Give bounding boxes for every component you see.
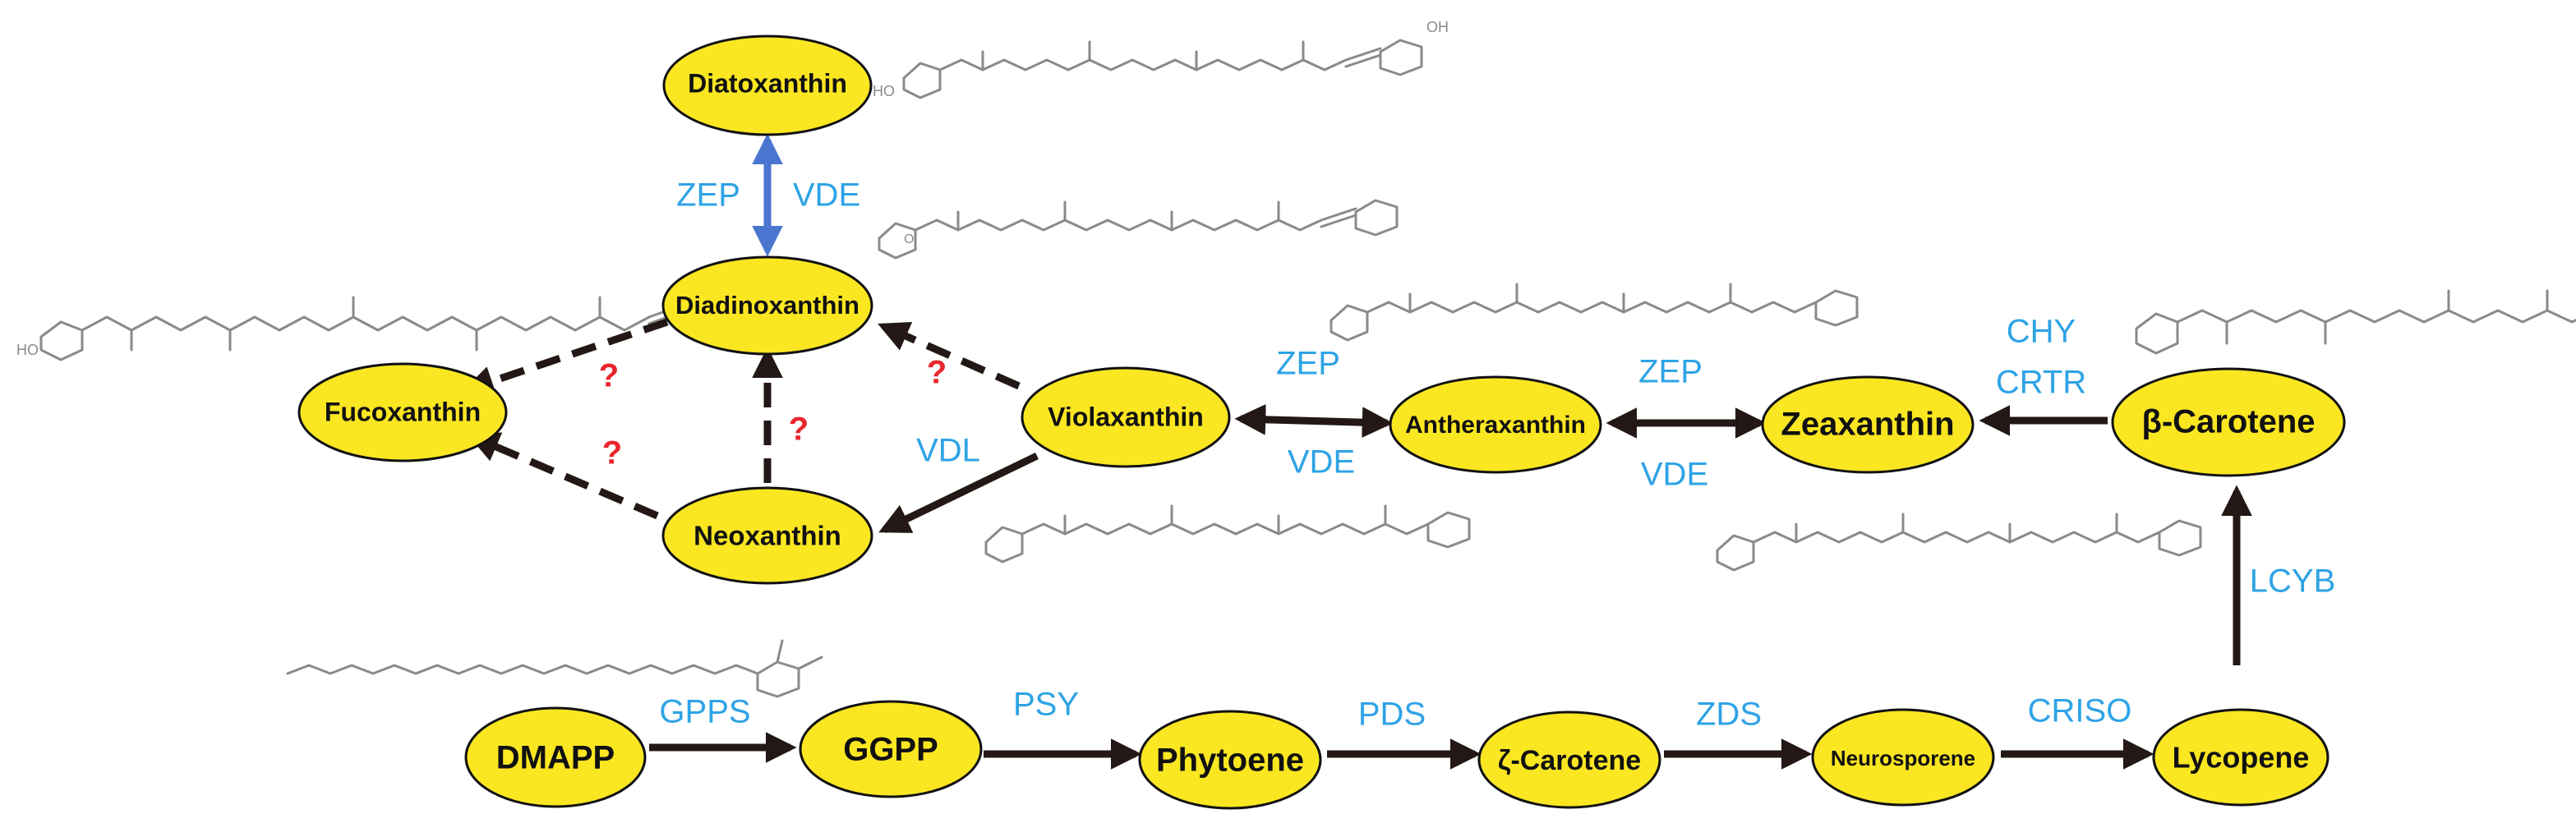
enzyme-psy-label: PSY: [1013, 687, 1079, 723]
question-mark: ?: [599, 358, 619, 394]
node-shape: [2111, 367, 2346, 477]
node-lycopene[interactable]: Lycopene: [2152, 708, 2329, 807]
enzyme-pds-label: PDS: [1358, 697, 1426, 733]
node-label: Diatoxanthin: [688, 68, 847, 98]
node-shape: [2152, 708, 2329, 807]
enzyme-vdl-label: VDL: [916, 433, 980, 469]
structure-hydroxyl-label: OH: [1426, 19, 1449, 35]
node-shape: [1477, 711, 1661, 809]
arrow-violaxanthin-neoxanthin: [878, 452, 1039, 534]
structure-violaxanthin: [984, 504, 1471, 563]
structure-beta-carotene: [2135, 289, 2576, 355]
node-shape: [799, 700, 983, 798]
arrows: [462, 133, 2252, 770]
enzyme-vde-label: VDE: [1641, 457, 1708, 493]
node-label: β-Carotene: [2141, 404, 2315, 440]
enzyme-zds-label: ZDS: [1696, 697, 1762, 733]
node-shape: [1021, 366, 1231, 468]
structure-zeaxanthin: [1716, 513, 2202, 572]
node-dmapp[interactable]: DMAPP: [464, 706, 647, 808]
structure-diadinoxanthin: O: [878, 199, 1399, 260]
node-neurosporene[interactable]: Neurosporene: [1811, 708, 1995, 807]
structure-antheraxanthin: [1329, 283, 1859, 342]
enzyme-criso-label: CRISO: [2028, 693, 2132, 729]
node-ggpp[interactable]: GGPP: [799, 700, 983, 798]
node-label: DMAPP: [496, 740, 615, 776]
node-zeta-carotene[interactable]: ζ-Carotene: [1477, 711, 1661, 809]
node-shape: [297, 362, 508, 462]
enzyme-zep-label: ZEP: [1638, 354, 1703, 390]
structure-neoxanthin: [286, 639, 823, 698]
node-label: Fucoxanthin: [325, 397, 481, 426]
question-mark: ?: [927, 355, 947, 391]
node-zeaxanthin[interactable]: Zeaxanthin: [1761, 375, 1975, 474]
node-shape: [1761, 375, 1975, 474]
unknown-marks: ? ? ? ?: [599, 355, 947, 471]
node-label: Zeaxanthin: [1781, 407, 1954, 443]
node-fucoxanthin[interactable]: Fucoxanthin: [297, 362, 508, 462]
node-label: Lycopene: [2173, 741, 2310, 775]
node-violaxanthin[interactable]: Violaxanthin: [1021, 366, 1231, 468]
enzyme-vde-label: VDE: [1288, 444, 1355, 481]
structure-epoxide-label: O: [904, 232, 914, 246]
node-phytoene[interactable]: Phytoene: [1138, 710, 1322, 810]
node-beta-carotene[interactable]: β-Carotene: [2111, 367, 2346, 477]
structure-diatoxanthin: OH HO: [873, 19, 1449, 99]
arrow-antheraxanthin-violaxanthin: [1234, 403, 1394, 439]
node-shape: [1811, 708, 1995, 807]
enzyme-crtr-label: CRTR: [1996, 365, 2086, 401]
enzyme-vde-label: VDE: [793, 177, 860, 214]
node-label: Neurosporene: [1831, 746, 1975, 770]
node-label: Neoxanthin: [694, 521, 841, 551]
question-mark: ?: [789, 412, 809, 448]
node-label: Violaxanthin: [1048, 402, 1204, 431]
enzyme-zep-label: ZEP: [1276, 346, 1340, 382]
node-diatoxanthin[interactable]: Diatoxanthin: [662, 34, 873, 136]
enzyme-gpps-label: GPPS: [659, 694, 750, 730]
node-label: GGPP: [843, 732, 938, 768]
node-diadinoxanthin[interactable]: Diadinoxanthin: [661, 255, 873, 356]
node-shape: [661, 255, 873, 356]
node-label: Antheraxanthin: [1405, 412, 1586, 439]
node-label: ζ-Carotene: [1498, 745, 1641, 776]
node-shape: [1138, 710, 1322, 810]
nodes: Diatoxanthin Diadinoxanthin Fucoxanthin …: [297, 34, 2346, 810]
enzyme-chy-label: CHY: [2007, 314, 2076, 350]
node-shape: [662, 34, 873, 136]
question-mark: ?: [602, 435, 622, 471]
dashed-arrow-neoxanthin-fucoxanthin: [468, 432, 659, 520]
dashed-arrow-violaxanthin-diadinoxanthin: [878, 321, 1021, 390]
dashed-arrow-diadinoxanthin-fucoxanthin: [462, 318, 669, 397]
node-label: Diadinoxanthin: [675, 291, 859, 320]
node-neoxanthin[interactable]: Neoxanthin: [661, 486, 873, 585]
node-shape: [661, 486, 873, 585]
node-shape: [1389, 375, 1602, 474]
node-shape: [464, 706, 647, 808]
enzyme-labels: ZEP VDE VDL ZEP VDE ZEP VDE CHY CRTR LCY…: [659, 177, 2335, 733]
node-antheraxanthin[interactable]: Antheraxanthin: [1389, 375, 1602, 474]
enzyme-zep-label: ZEP: [676, 177, 740, 214]
structure-hydroxyl-label: HO: [873, 83, 895, 99]
structure-hydroxyl-label: HO: [16, 342, 39, 358]
node-label: Phytoene: [1156, 743, 1304, 779]
enzyme-lcyb-label: LCYB: [2250, 563, 2336, 600]
